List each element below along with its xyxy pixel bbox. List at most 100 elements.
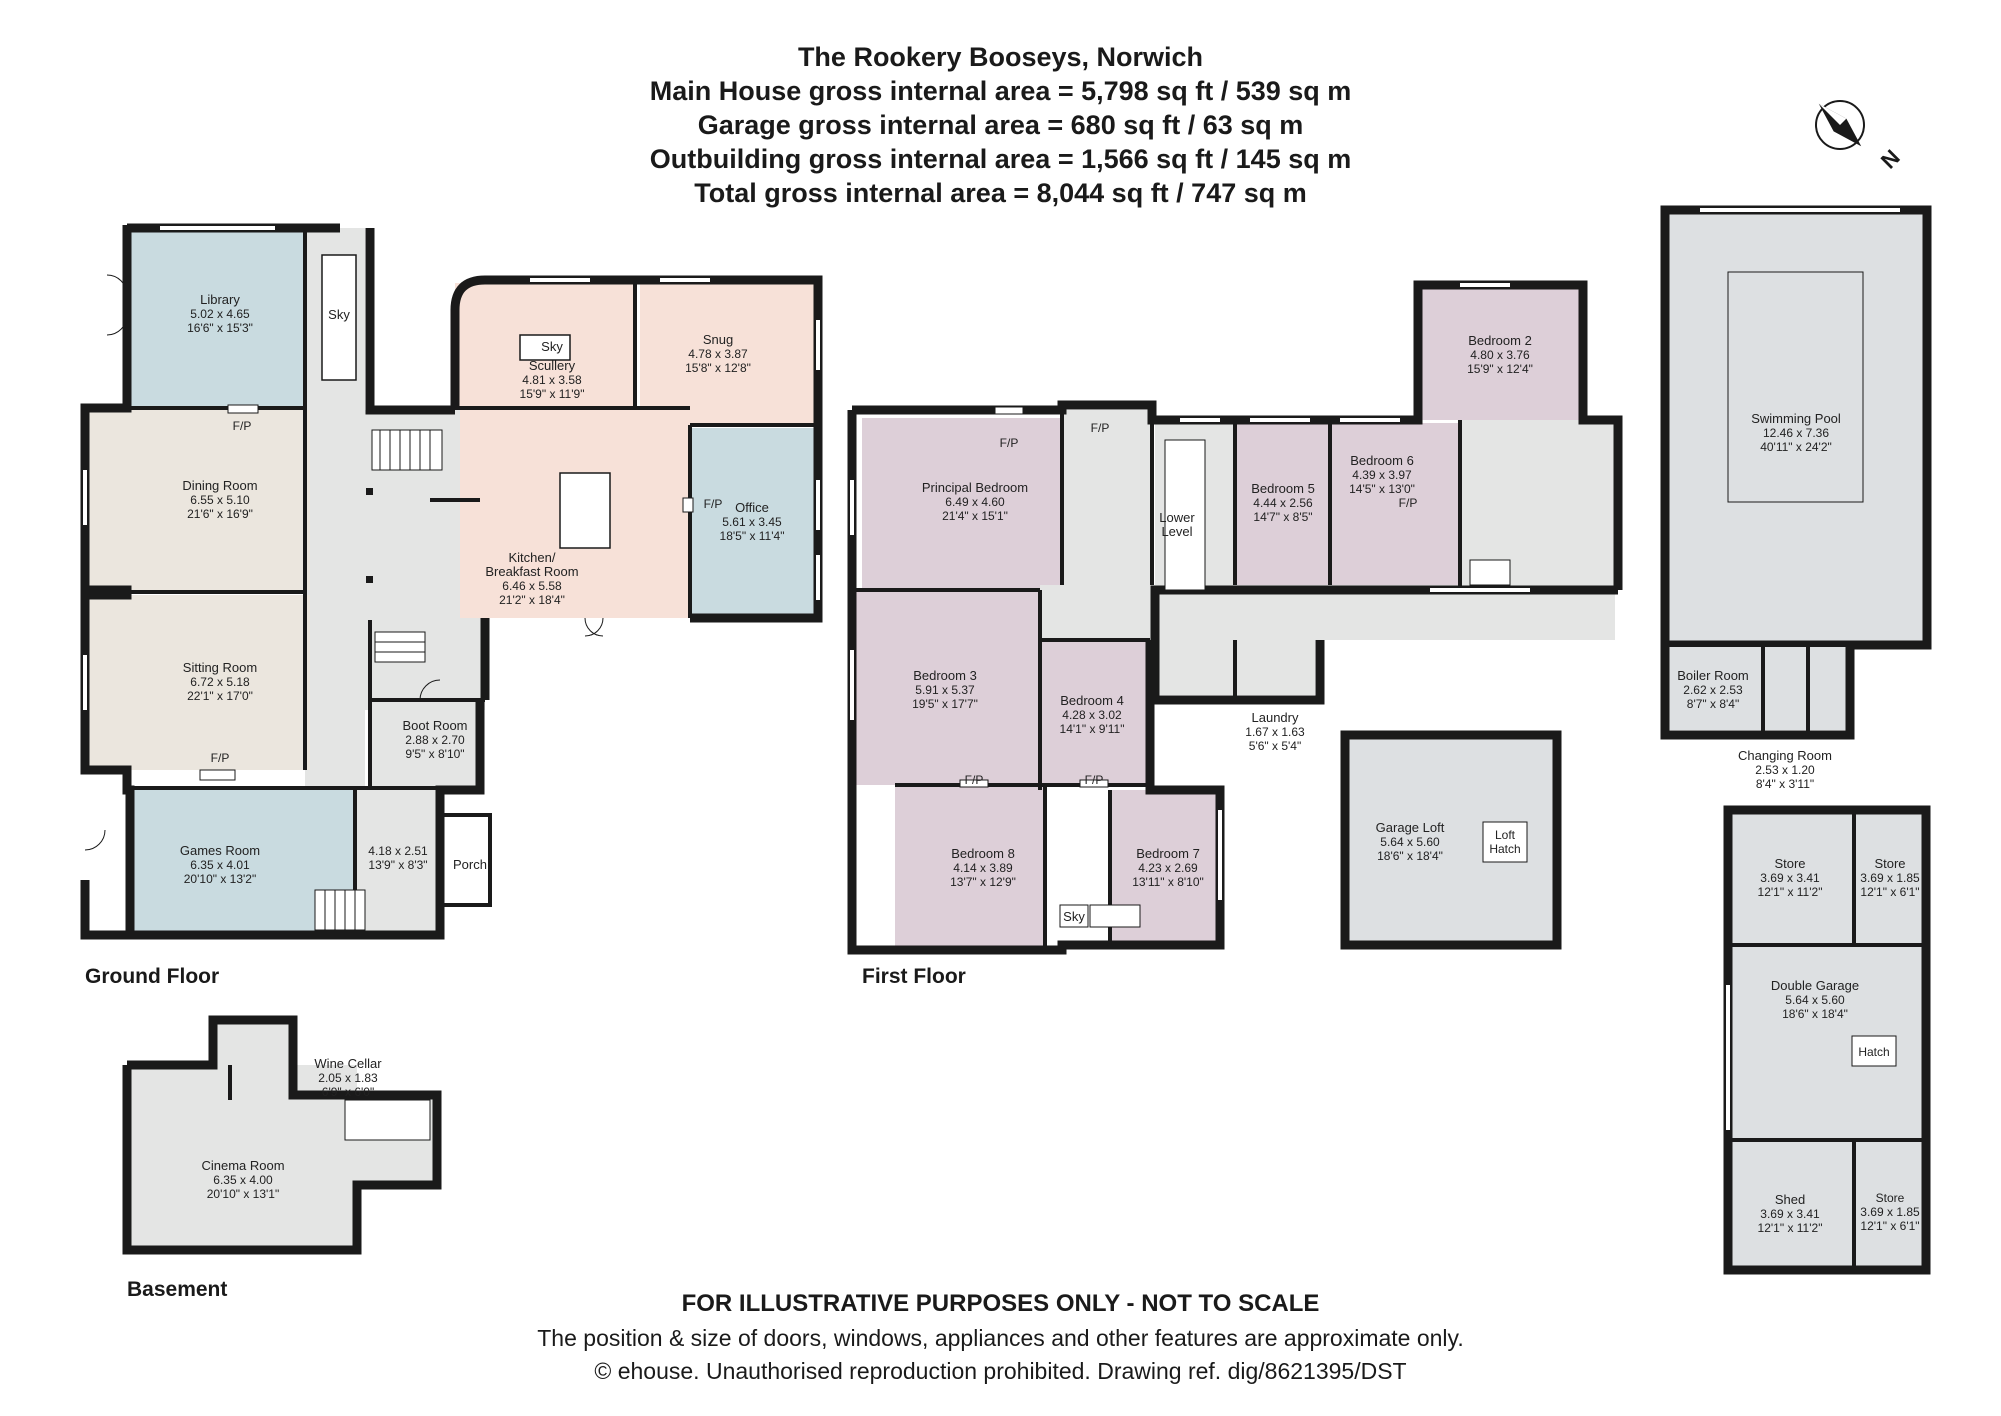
wine-name: Wine Cellar	[314, 1056, 382, 1071]
laundry-name: Laundry	[1252, 710, 1299, 725]
fp-principal: F/P	[1000, 436, 1019, 450]
store2-metric: 3.69 x 1.85	[1860, 871, 1920, 885]
kitchen-name-2: Breakfast Room	[485, 564, 578, 579]
scullery-metric: 4.81 x 3.58	[522, 373, 582, 387]
snug-name: Snug	[703, 332, 733, 347]
store1-name: Store	[1774, 856, 1805, 871]
garage-block-plan	[1723, 805, 1931, 1275]
wine-metric: 2.05 x 1.83	[318, 1071, 378, 1085]
office-fill	[690, 428, 818, 618]
wine-imperial: 6'9" x 6'0"	[322, 1085, 374, 1099]
first-floor-label: First Floor	[862, 965, 966, 988]
garage-loft-metric: 5.64 x 5.60	[1380, 835, 1440, 849]
boot-fill	[370, 700, 480, 790]
copyright-note: © ehouse. Unauthorised reproduction proh…	[594, 1358, 1407, 1384]
bed3-name: Bedroom 3	[913, 668, 977, 683]
loft-hatch-label-2: Hatch	[1489, 842, 1520, 856]
pool-imperial: 40'11" x 24'2"	[1760, 440, 1832, 454]
cinema-metric: 6.35 x 4.00	[213, 1173, 273, 1187]
snug-imperial: 15'8" x 12'8"	[685, 361, 751, 375]
library-metric: 5.02 x 4.65	[190, 307, 250, 321]
hall-metric: 4.18 x 2.51	[368, 844, 428, 858]
store1-metric: 3.69 x 3.41	[1760, 871, 1820, 885]
bed8-fill	[895, 785, 1045, 950]
bed8-name: Bedroom 8	[951, 846, 1015, 861]
principal-name: Principal Bedroom	[922, 480, 1028, 495]
dining-fill	[85, 410, 310, 590]
porch-name: Porch	[453, 857, 487, 872]
disclaimer-heading: FOR ILLUSTRATIVE PURPOSES ONLY - NOT TO …	[681, 1290, 1320, 1317]
store2-imperial: 12'1" x 6'1"	[1860, 885, 1919, 899]
principal-imperial: 21'4" x 15'1"	[942, 509, 1008, 523]
room-labels: Library 5.02 x 4.65 16'6" x 15'3" Sky F/…	[180, 292, 1920, 1235]
sky-ground-label: Sky	[328, 307, 350, 322]
shed-name: Shed	[1775, 1192, 1805, 1207]
games-metric: 6.35 x 4.01	[190, 858, 250, 872]
lower-name: Lower	[1159, 510, 1195, 525]
pool-metric: 12.46 x 7.36	[1763, 426, 1829, 440]
plan-title: The Rookery Booseys, Norwich	[797, 42, 1204, 72]
pool-name: Swimming Pool	[1751, 411, 1841, 426]
boot-imperial: 9'5" x 8'10"	[405, 747, 464, 761]
bed7-name: Bedroom 7	[1136, 846, 1200, 861]
laundry-imperial: 5'6" x 5'4"	[1249, 739, 1301, 753]
kitchen-name: Kitchen/	[509, 550, 556, 565]
shed-imperial: 12'1" x 11'2"	[1758, 1221, 1823, 1235]
boiler-metric: 2.62 x 2.53	[1683, 683, 1743, 697]
cinema-name: Cinema Room	[201, 1158, 284, 1173]
store3-name: Store	[1876, 1191, 1905, 1205]
total-area: Total gross internal area = 8,044 sq ft …	[694, 178, 1307, 208]
boot-metric: 2.88 x 2.70	[405, 733, 465, 747]
dining-name: Dining Room	[182, 478, 257, 493]
bed3-metric: 5.91 x 5.37	[915, 683, 975, 697]
games-name: Games Room	[180, 843, 260, 858]
store2-name: Store	[1874, 856, 1905, 871]
fp-bed4: F/P	[1085, 773, 1104, 787]
bed4-imperial: 14'1" x 9'11"	[1060, 722, 1125, 736]
bed6-imperial: 14'5" x 13'0"	[1349, 482, 1415, 496]
bed8-metric: 4.14 x 3.89	[953, 861, 1013, 875]
pool-building-plan	[1660, 205, 1932, 740]
fp-ensuite: F/P	[1091, 421, 1110, 435]
bed7-metric: 4.23 x 2.69	[1138, 861, 1198, 875]
bed2-imperial: 15'9" x 12'4"	[1467, 362, 1533, 376]
bed4-name: Bedroom 4	[1060, 693, 1124, 708]
laundry-fill	[1150, 640, 1315, 695]
fp-bed6: F/P	[1399, 496, 1418, 510]
loft-hatch-label: Loft	[1495, 828, 1516, 842]
store1-imperial: 12'1" x 11'2"	[1758, 885, 1823, 899]
compass-n-label: N	[1876, 145, 1905, 174]
laundry-metric: 1.67 x 1.63	[1245, 725, 1305, 739]
library-imperial: 16'6" x 15'3"	[187, 321, 253, 335]
library-name: Library	[200, 292, 240, 307]
bed2-name: Bedroom 2	[1468, 333, 1532, 348]
bed6-metric: 4.39 x 3.97	[1352, 468, 1412, 482]
bed7-imperial: 13'11" x 8'10"	[1132, 875, 1204, 889]
ground-floor-label: Ground Floor	[85, 965, 220, 988]
principal-fill	[862, 418, 1062, 590]
outbuilding-area: Outbuilding gross internal area = 1,566 …	[649, 144, 1352, 174]
bed3-imperial: 19'5" x 17'7"	[912, 697, 978, 711]
bed2-fill	[1418, 285, 1583, 420]
office-imperial: 18'5" x 11'4"	[720, 529, 785, 543]
double-garage-metric: 5.64 x 5.60	[1785, 993, 1845, 1007]
bed6-name: Bedroom 6	[1350, 453, 1414, 468]
fp-office: F/P	[704, 497, 723, 511]
principal-metric: 6.49 x 4.60	[945, 495, 1005, 509]
bed2-metric: 4.80 x 3.76	[1470, 348, 1530, 362]
office-metric: 5.61 x 3.45	[722, 515, 782, 529]
dining-imperial: 21'6" x 16'9"	[187, 507, 253, 521]
office-name: Office	[735, 500, 769, 515]
bed6-fill	[1330, 423, 1460, 585]
store3-metric: 3.69 x 1.85	[1860, 1205, 1920, 1219]
changing-imperial: 8'4" x 3'11"	[1756, 777, 1814, 791]
sky-first-label: Sky	[1063, 909, 1085, 924]
library-fill	[127, 228, 305, 406]
boiler-imperial: 8'7" x 8'4"	[1687, 697, 1739, 711]
bed3-fill	[855, 590, 1040, 785]
basement-plan	[122, 1015, 442, 1255]
kitchen-metric: 6.46 x 5.58	[502, 579, 562, 593]
garage-loft-plan	[1340, 730, 1562, 950]
snug-metric: 4.78 x 3.87	[688, 347, 748, 361]
